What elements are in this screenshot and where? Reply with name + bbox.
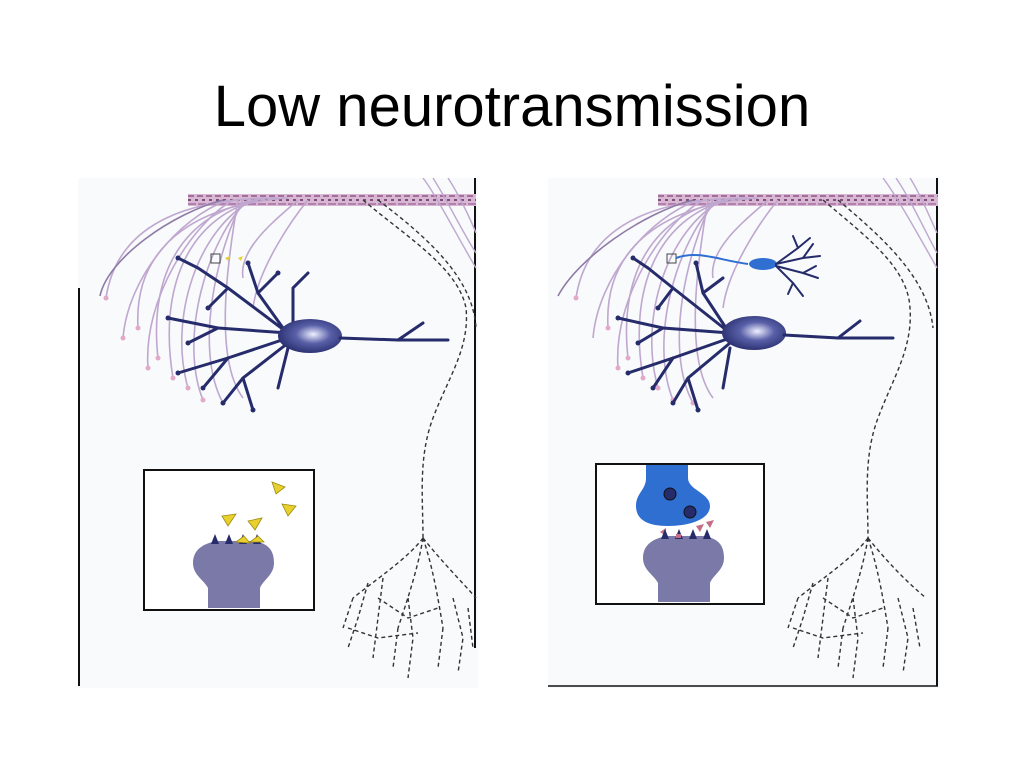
left-synapse-marker <box>210 253 221 264</box>
left-postsynaptic-receptor <box>193 541 274 608</box>
right-projection-neuron <box>787 199 934 679</box>
left-axon <box>338 321 450 342</box>
left-neuron-diagram <box>78 178 477 686</box>
right-vesicles <box>663 487 697 519</box>
right-dendrite-tips <box>615 255 701 413</box>
left-projection-neuron <box>342 199 477 679</box>
left-dendrites <box>166 256 310 412</box>
slide-title: Low neurotransmission <box>213 74 811 139</box>
left-cell-body <box>278 319 342 353</box>
right-input-neuron <box>675 235 821 297</box>
left-fiber-bundle <box>188 194 476 206</box>
left-afferent-fibers <box>99 197 309 404</box>
left-yellow-dots <box>225 256 243 261</box>
right-fiber-bundle <box>658 194 938 206</box>
left-neurotransmitters <box>221 481 297 544</box>
left-synaptic-dots <box>103 295 226 406</box>
right-neuron-diagram <box>548 178 938 687</box>
left-right-fibers <box>422 178 477 269</box>
right-cell-body <box>722 316 786 350</box>
right-synaptic-dots <box>573 295 696 406</box>
right-bound-markers <box>676 534 681 538</box>
left-dendrite-tips <box>165 255 281 413</box>
right-axon <box>782 319 895 340</box>
right-dendrites <box>616 256 732 412</box>
right-synapse-marker <box>666 253 677 264</box>
right-postsynaptic-receptor <box>643 536 724 602</box>
right-right-fibers <box>882 178 938 269</box>
right-diagram-panel <box>548 178 940 688</box>
left-diagram-panel <box>78 178 478 688</box>
right-afferent-fibers <box>557 197 779 404</box>
